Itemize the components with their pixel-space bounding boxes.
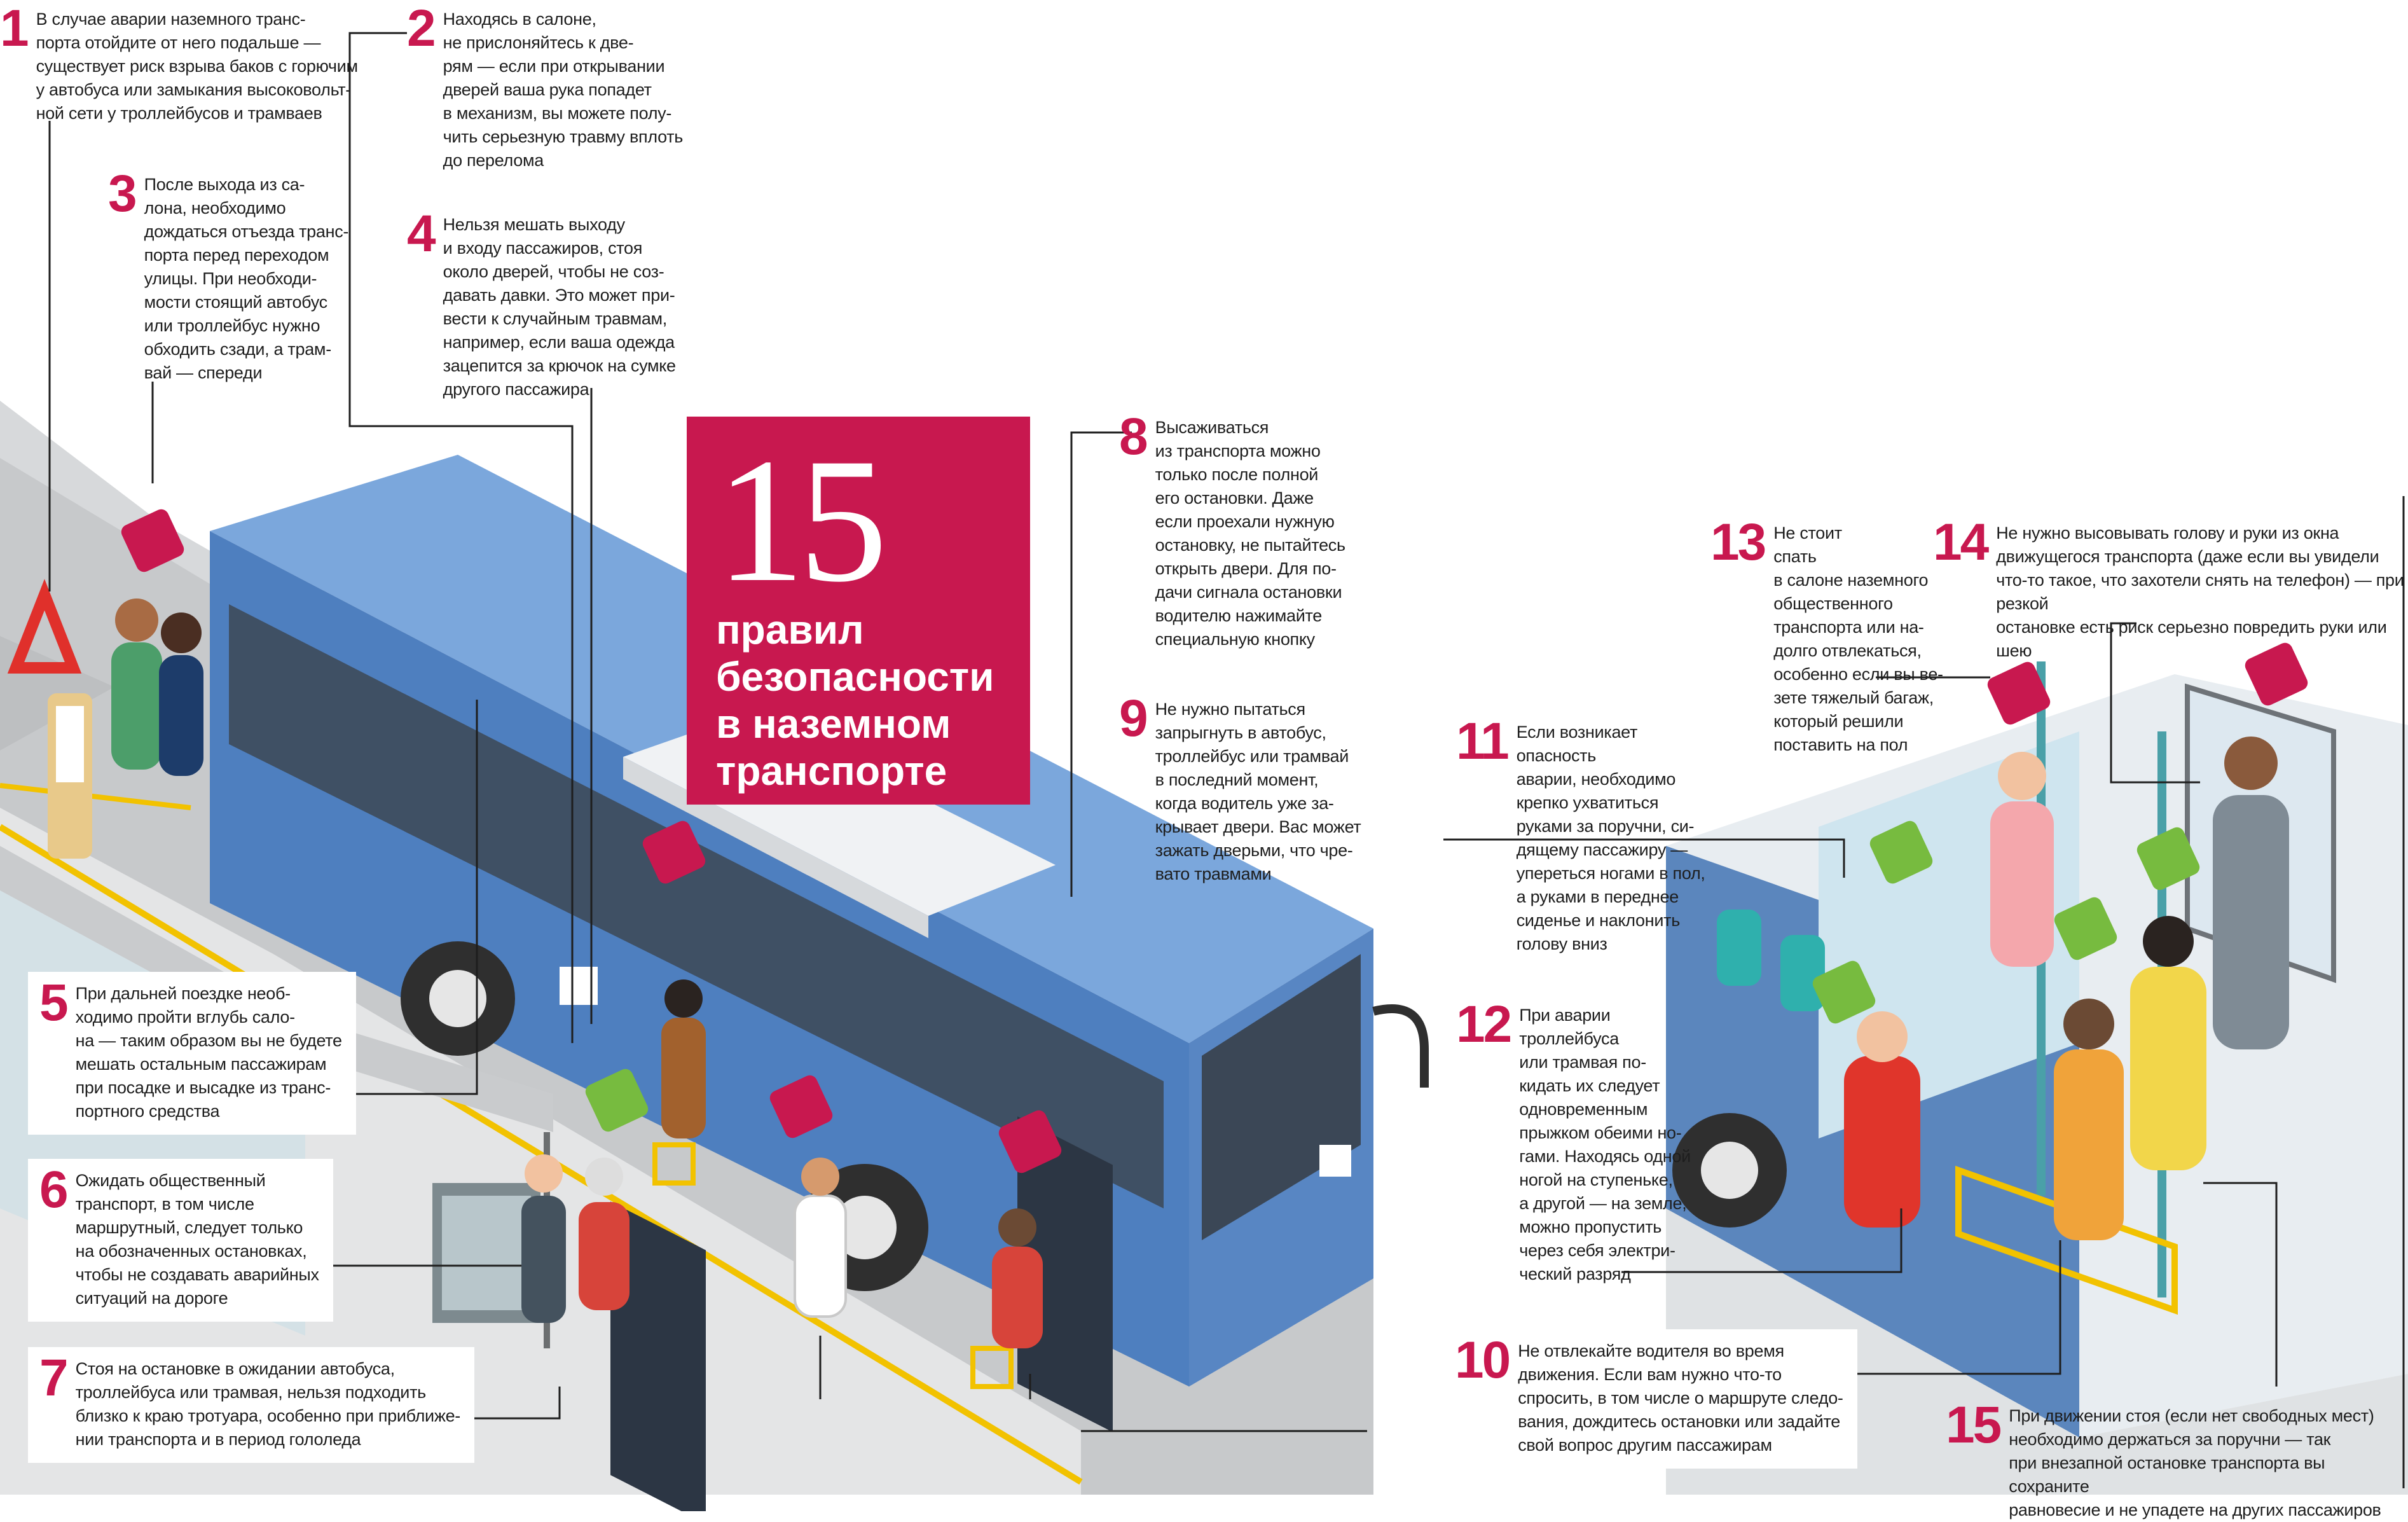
bus-door-middle — [610, 1201, 706, 1511]
rule-number: 13 — [1710, 513, 1766, 571]
rule-text: Не стоит спать в салоне наземного общест… — [1773, 523, 1943, 754]
rule-text: При движении стоя (если нет свободных ме… — [2009, 1406, 2381, 1519]
rule-text: Высаживаться из транспорта можно только … — [1155, 418, 1345, 649]
rule-text: Стоя на остановке в ожидании автобуса, т… — [75, 1359, 461, 1449]
rule-text: Находясь в салоне, не прислоняйтесь к дв… — [443, 10, 684, 170]
rule-number: 11 — [1456, 712, 1510, 770]
rule-text: Не отвлекайте водителя во время движения… — [1518, 1341, 1843, 1455]
rule-number: 12 — [1456, 995, 1512, 1053]
rule-number: 4 — [407, 205, 436, 263]
curb-yellow-line — [0, 824, 1083, 1485]
rule-9: 9 Не нужно пытаться запрыгнуть в автобус… — [1119, 689, 1361, 886]
rule-number: 15 — [1946, 1396, 2002, 1454]
rule-number: 7 — [39, 1349, 69, 1407]
rule-5: 5 При дальней поездке необ- ходимо пройт… — [28, 972, 356, 1135]
sad-face-icon — [121, 509, 2308, 1173]
rule-number: 14 — [1933, 513, 1989, 571]
rule-11: 11 Если возникает опасность аварии, необ… — [1456, 712, 1705, 956]
people-at-stop — [111, 598, 1043, 1348]
rule-text: При аварии троллейбуса или трамвая по- к… — [1519, 1006, 1691, 1283]
rule-text: Ожидать общественный транспорт, в том чи… — [75, 1171, 319, 1308]
rule-text: Если возникает опасность аварии, необход… — [1516, 723, 1705, 953]
happy-face-icon — [585, 820, 2200, 1132]
rule-14: 14 Не нужно высовывать голову и руки из … — [1933, 513, 2408, 663]
rule-7: 7 Стоя на остановке в ожидании автобуса,… — [28, 1347, 474, 1463]
rule-number: 3 — [108, 165, 137, 223]
rule-number: 8 — [1119, 408, 1148, 466]
rule-text: После выхода из са- лона, необходимо дож… — [144, 175, 349, 382]
rule-text: Не нужно высовывать голову и руки из окн… — [1996, 523, 2404, 660]
title-text: правил безопасности в наземном транспорт… — [716, 607, 994, 794]
rule-2: 2 Находясь в салоне, не прислоняйтесь к … — [407, 0, 684, 172]
rule-number: 2 — [407, 0, 436, 57]
rule-4: 4 Нельзя мешать выходу и входу пассажиро… — [407, 205, 676, 401]
title-number: 15 — [716, 421, 888, 619]
rule-6: 6 Ожидать общественный транспорт, в том … — [28, 1159, 333, 1322]
rule-15: 15 При движении стоя (если нет свободных… — [1946, 1396, 2408, 1522]
rule-text: Нельзя мешать выходу и входу пассажиров,… — [443, 215, 676, 399]
rule-text: При дальней поездке необ- ходимо пройти … — [75, 984, 342, 1121]
rule-number: 5 — [39, 974, 69, 1032]
rule-text: В случае аварии наземного транс- порта о… — [36, 10, 358, 123]
rule-8: 8 Высаживаться из транспорта можно тольк… — [1119, 408, 1345, 651]
rule-number: 9 — [1119, 689, 1148, 747]
rule-number: 10 — [1455, 1331, 1511, 1389]
rule-number: 1 — [0, 0, 29, 57]
rule-10: 10 Не отвлекайте водителя во время движе… — [1443, 1329, 1857, 1469]
rule-number: 6 — [39, 1161, 69, 1219]
rule-1: 1 В случае аварии наземного транс- порта… — [0, 0, 358, 125]
leader-lines — [48, 32, 2405, 1488]
rule-text: Не нужно пытаться запрыгнуть в автобус, … — [1155, 700, 1361, 883]
rule-12: 12 При аварии троллейбуса или трамвая по… — [1456, 995, 1691, 1286]
rule-13: 13 Не стоит спать в салоне наземного общ… — [1710, 513, 1943, 757]
rule-3: 3 После выхода из са- лона, необходимо д… — [108, 165, 349, 385]
bus-door-front — [1017, 1116, 1113, 1432]
warning-triangle-icon — [7, 579, 82, 674]
title-block: 15 правил безопасности в наземном трансп… — [687, 417, 1030, 805]
